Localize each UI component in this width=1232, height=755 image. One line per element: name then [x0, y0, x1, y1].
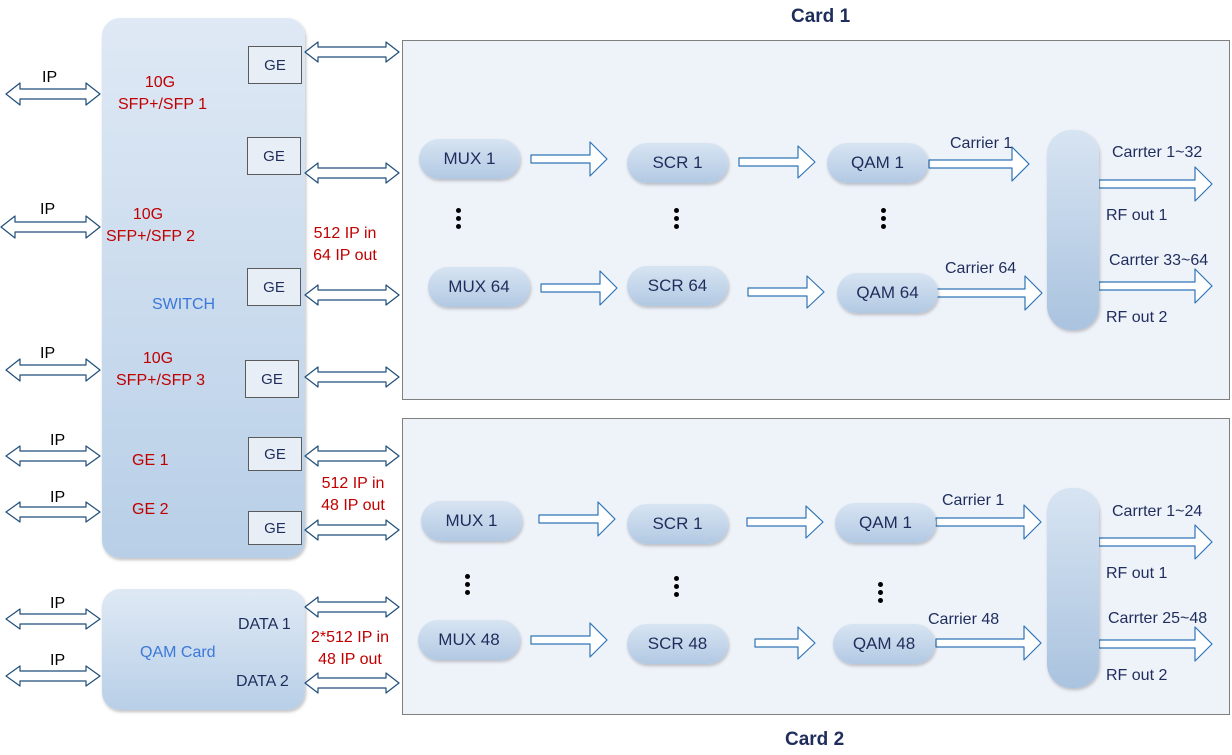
c1-mux-64: MUX 64 — [428, 267, 530, 307]
c1-r2-mux-scr-arrow — [540, 270, 618, 306]
c2-carrier-1: Carrier 1 — [942, 492, 1005, 509]
c2-r2-mux-scr-arrow — [530, 622, 608, 658]
c1-r1-mux-scr-arrow — [530, 141, 608, 177]
c2-scr-48: SCR 48 — [627, 624, 728, 664]
c1-qam-1: QAM 1 — [827, 143, 928, 183]
c2-rf-combiner — [1047, 488, 1099, 688]
ip-arrow-7 — [5, 665, 101, 687]
c1-out1-rf: RF out 1 — [1106, 207, 1168, 224]
c2-mux-ellipsis — [465, 574, 471, 598]
ip-label-1: IP — [42, 69, 58, 86]
qam-card-data2: DATA 2 — [236, 673, 289, 690]
c1-out1-arrow — [1098, 166, 1213, 202]
ge-arrow-5 — [304, 445, 400, 467]
qam-card-data1: DATA 1 — [238, 616, 291, 633]
c2-out2-carriers: Carrter 25~48 — [1108, 610, 1208, 627]
ip-label-6: IP — [50, 595, 66, 612]
ge-port-box-1: GE — [248, 46, 302, 84]
c2-carrier-48: Carrier 48 — [928, 611, 1000, 628]
ip-label-2: IP — [40, 201, 56, 218]
c1-rf-combiner — [1047, 130, 1099, 330]
ge-port-box-2: GE — [247, 137, 301, 175]
c1-r1-qam-comb-arrow — [928, 146, 1030, 182]
port-ge1-name: GE 1 — [132, 452, 169, 469]
c2-out1-carriers: Carrter 1~24 — [1112, 503, 1203, 520]
ip-arrow-4 — [5, 445, 101, 467]
ge-arrow-2 — [304, 162, 400, 184]
ge-arrow-3 — [304, 284, 400, 306]
c1-out2-carriers: Carrter 33~64 — [1109, 252, 1209, 269]
c2-qam-1: QAM 1 — [835, 503, 936, 543]
qam-card-label: QAM Card — [140, 644, 216, 661]
ge-port-box-5: GE — [248, 437, 302, 471]
port-1-name: SFP+/SFP 1 — [118, 96, 208, 113]
card1-io-note-in: 512 IP in — [313, 225, 377, 242]
port-3-name: SFP+/SFP 3 — [116, 372, 206, 389]
c1-scr-64: SCR 64 — [627, 266, 728, 306]
card2-io-note-out: 48 IP out — [321, 497, 385, 514]
data-arrow-1 — [304, 596, 400, 618]
c1-mux-1: MUX 1 — [419, 139, 520, 179]
c1-mux-ellipsis — [456, 208, 462, 232]
c1-carrier-64: Carrier 64 — [945, 260, 1017, 277]
c2-r1-qam-comb-arrow — [935, 504, 1042, 540]
c2-out1-rf: RF out 1 — [1106, 565, 1168, 582]
c1-qam-64: QAM 64 — [837, 273, 938, 313]
c1-r1-scr-qam-arrow — [738, 145, 816, 179]
c2-mux-48: MUX 48 — [418, 620, 520, 660]
ip-label-5: IP — [50, 489, 66, 506]
ge-port-box-3: GE — [247, 268, 301, 306]
c1-qam-ellipsis — [881, 208, 887, 232]
qam-card-block — [102, 589, 305, 710]
c1-out2-arrow — [1098, 268, 1213, 304]
qam-card-io-note-out: 48 IP out — [318, 651, 382, 668]
c1-out1-carriers: Carrter 1~32 — [1112, 144, 1203, 161]
ip-arrow-1 — [5, 82, 101, 106]
port-2-speed: 10G — [132, 206, 164, 223]
c2-qam-48: QAM 48 — [833, 624, 935, 664]
ip-arrow-6 — [5, 608, 101, 630]
ge-arrow-6 — [304, 519, 400, 541]
c2-qam-ellipsis — [878, 582, 884, 606]
c2-r1-scr-qam-arrow — [746, 505, 824, 539]
qam-card-io-note-in: 2*512 IP in — [311, 629, 389, 646]
c2-out2-arrow — [1098, 626, 1213, 662]
card-1-title: Card 1 — [791, 6, 851, 27]
ip-arrow-2 — [0, 215, 101, 239]
ip-label-4: IP — [50, 432, 66, 449]
port-1-speed: 10G — [144, 74, 176, 91]
card-2-title: Card 2 — [785, 729, 845, 750]
c1-scr-1: SCR 1 — [627, 143, 728, 183]
port-ge2-name: GE 2 — [132, 501, 169, 518]
ip-label-7: IP — [50, 652, 66, 669]
card1-io-note-out: 64 IP out — [313, 247, 377, 264]
data-arrow-2 — [304, 672, 400, 694]
c2-r2-scr-qam-arrow — [754, 626, 816, 660]
c2-r1-mux-scr-arrow — [538, 501, 616, 537]
switch-label: SWITCH — [152, 296, 216, 313]
ge-port-box-6: GE — [248, 511, 302, 545]
c2-scr-1: SCR 1 — [627, 504, 728, 544]
c1-carrier-1: Carrier 1 — [950, 135, 1013, 152]
port-2-name: SFP+/SFP 2 — [106, 228, 196, 245]
ip-arrow-5 — [5, 501, 101, 523]
c2-mux-1: MUX 1 — [421, 501, 522, 541]
ip-label-3: IP — [40, 345, 56, 362]
c2-r2-qam-comb-arrow — [935, 625, 1042, 661]
c2-scr-ellipsis — [674, 576, 680, 600]
c1-r2-qam-comb-arrow — [936, 275, 1043, 311]
ip-arrow-3 — [5, 358, 101, 382]
c2-out1-arrow — [1098, 524, 1213, 560]
ge-port-box-4: GE — [245, 360, 299, 398]
card2-io-note-in: 512 IP in — [321, 475, 385, 492]
c2-out2-rf: RF out 2 — [1106, 667, 1168, 684]
ge-arrow-1 — [304, 41, 400, 63]
ge-arrow-4 — [304, 366, 400, 388]
c1-r2-scr-qam-arrow — [747, 275, 825, 309]
c1-out2-rf: RF out 2 — [1106, 309, 1168, 326]
c1-scr-ellipsis — [674, 208, 680, 232]
port-3-speed: 10G — [142, 350, 174, 367]
